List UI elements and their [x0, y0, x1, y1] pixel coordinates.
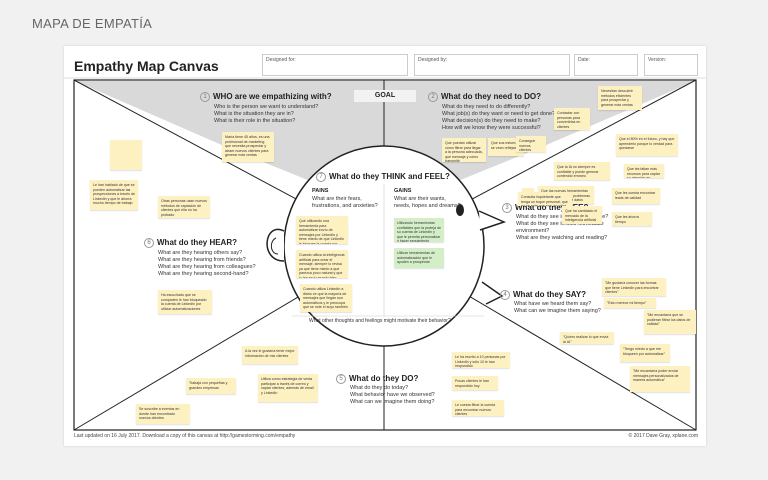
sticky-note[interactable]: Ha escuchado que se comparten le han blo…	[158, 290, 212, 314]
sticky-note[interactable]: Que les ahorra tiempo	[612, 212, 652, 226]
hear-number: 6	[144, 238, 154, 248]
sticky-note[interactable]: Otras personas usan nuevos métodos de ca…	[158, 196, 210, 218]
sticky-note[interactable]: Se suscribe a eventos en donde han encon…	[136, 404, 190, 424]
sticky-note[interactable]: Qué utilizando una herramienta para auto…	[296, 216, 348, 244]
sticky-note[interactable]: Necesitan descubrir métodos eficientes p…	[598, 86, 642, 110]
goal-label: GOAL	[354, 90, 416, 102]
footer-copyright: © 2017 Dave Gray, xplane.com	[628, 433, 698, 439]
sticky-note[interactable]: Le ha escrito a 10 personas por LinkedIn…	[452, 352, 510, 368]
sticky-note[interactable]: Le han hablado de que se pueden automati…	[90, 180, 138, 210]
do-number: 5	[336, 374, 346, 384]
pains-title: PAINS	[312, 188, 329, 194]
date-field[interactable]: Date:	[574, 54, 638, 76]
sticky-note[interactable]: "Me gustaría conocer las formas que tien…	[602, 278, 666, 296]
sticky-note[interactable]: Le cuesta filtrar la cuenta para encontr…	[452, 400, 504, 416]
need-number: 2	[428, 92, 438, 102]
sticky-note[interactable]: Utiliza como estrategia de venta partici…	[258, 374, 318, 402]
canvas-title: Empathy Map Canvas	[74, 58, 219, 74]
sticky-note[interactable]: A la vez le gustaría tener mejor informa…	[242, 346, 298, 364]
designed-by-field[interactable]: Designed by:	[414, 54, 570, 76]
sticky-note[interactable]: "Quiero realizar lo que envía la IA"	[560, 332, 614, 344]
sticky-note[interactable]: Utilizando herramientas confiables que l…	[394, 218, 444, 242]
sticky-note[interactable]: Que ha cambiado el mercado de la intelig…	[562, 206, 602, 224]
gains-title: GAINS	[394, 188, 412, 194]
think-feel-bottom: What other thoughts and feelings might m…	[309, 318, 451, 324]
need-description: What do they need to do differently? Wha…	[442, 104, 556, 131]
empathy-map-board: Empathy Map Canvas Designed for: Designe…	[64, 46, 706, 446]
sticky-note[interactable]: Que les cuesta encontrar leads de calida…	[612, 188, 660, 204]
sticky-note[interactable]: "Esto merece mi tiempo"	[604, 298, 656, 308]
sticky-note[interactable]: Conseguir nuevos clientes	[516, 136, 546, 152]
think-feel-number: 7	[316, 172, 326, 182]
sticky-note[interactable]: Cuando utiliza LinkedIn a diario ve que …	[300, 284, 352, 312]
sticky-note[interactable]: Que el 80% en el futuro, y hay que apren…	[616, 134, 678, 156]
designed-for-field[interactable]: Designed for:	[262, 54, 408, 76]
say-description: What have we heard them say? What can we…	[514, 301, 601, 314]
who-description: Who is the person we want to understand?…	[214, 104, 319, 124]
sticky-note[interactable]: Trabaja con pequeñas y grandes empresas	[186, 378, 236, 394]
sticky-note[interactable]: María tiene 45 años, es una profesional …	[222, 132, 274, 162]
sticky-note[interactable]: Que sus esfuerzos se vean reflejados	[488, 138, 524, 156]
sticky-note[interactable]: Contactar con personas para convertirlas…	[554, 108, 590, 130]
footer-credit: Last updated on 16 July 2017. Download a…	[74, 433, 296, 439]
version-field[interactable]: Version:	[644, 54, 698, 76]
sticky-note[interactable]: Utilizar herramientas de automatización …	[394, 248, 444, 268]
gains-description: What are their wants, needs, hopes and d…	[394, 196, 461, 209]
sticky-note[interactable]: Que la IA no siempre es confiable y pued…	[554, 162, 610, 180]
who-number: 1	[200, 92, 210, 102]
say-number: 4	[500, 290, 510, 300]
sticky-note[interactable]: "Me encantaría poder enviar mensajes per…	[630, 366, 690, 392]
do-description: What do they do today? What behavior hav…	[350, 385, 435, 405]
see-number: 3	[502, 203, 512, 213]
sticky-note[interactable]: Cuando utiliza la inteligencia artificia…	[296, 250, 348, 278]
page-label: MAPA DE EMPATÍA	[32, 16, 153, 31]
sticky-note[interactable]	[110, 140, 142, 170]
hear-description: What are they hearing others say? What a…	[158, 250, 256, 277]
sticky-note[interactable]: Que puedan utilizar cómo filtrar para ll…	[442, 138, 486, 162]
sticky-note[interactable]: "Tengo miedo a que me bloqueen por autom…	[620, 344, 670, 362]
sticky-note[interactable]: Consulta inquietante que tenga un toque …	[518, 192, 572, 206]
pains-description: What are their fears, frustrations, and …	[312, 196, 378, 209]
sticky-note[interactable]: Que les faltan más recursos para captar …	[624, 164, 664, 178]
sticky-note[interactable]: Pocas clientes le han respondido hoy	[452, 376, 498, 390]
sticky-note[interactable]: "Me encantaría que se pudieran filtrar l…	[644, 310, 696, 334]
